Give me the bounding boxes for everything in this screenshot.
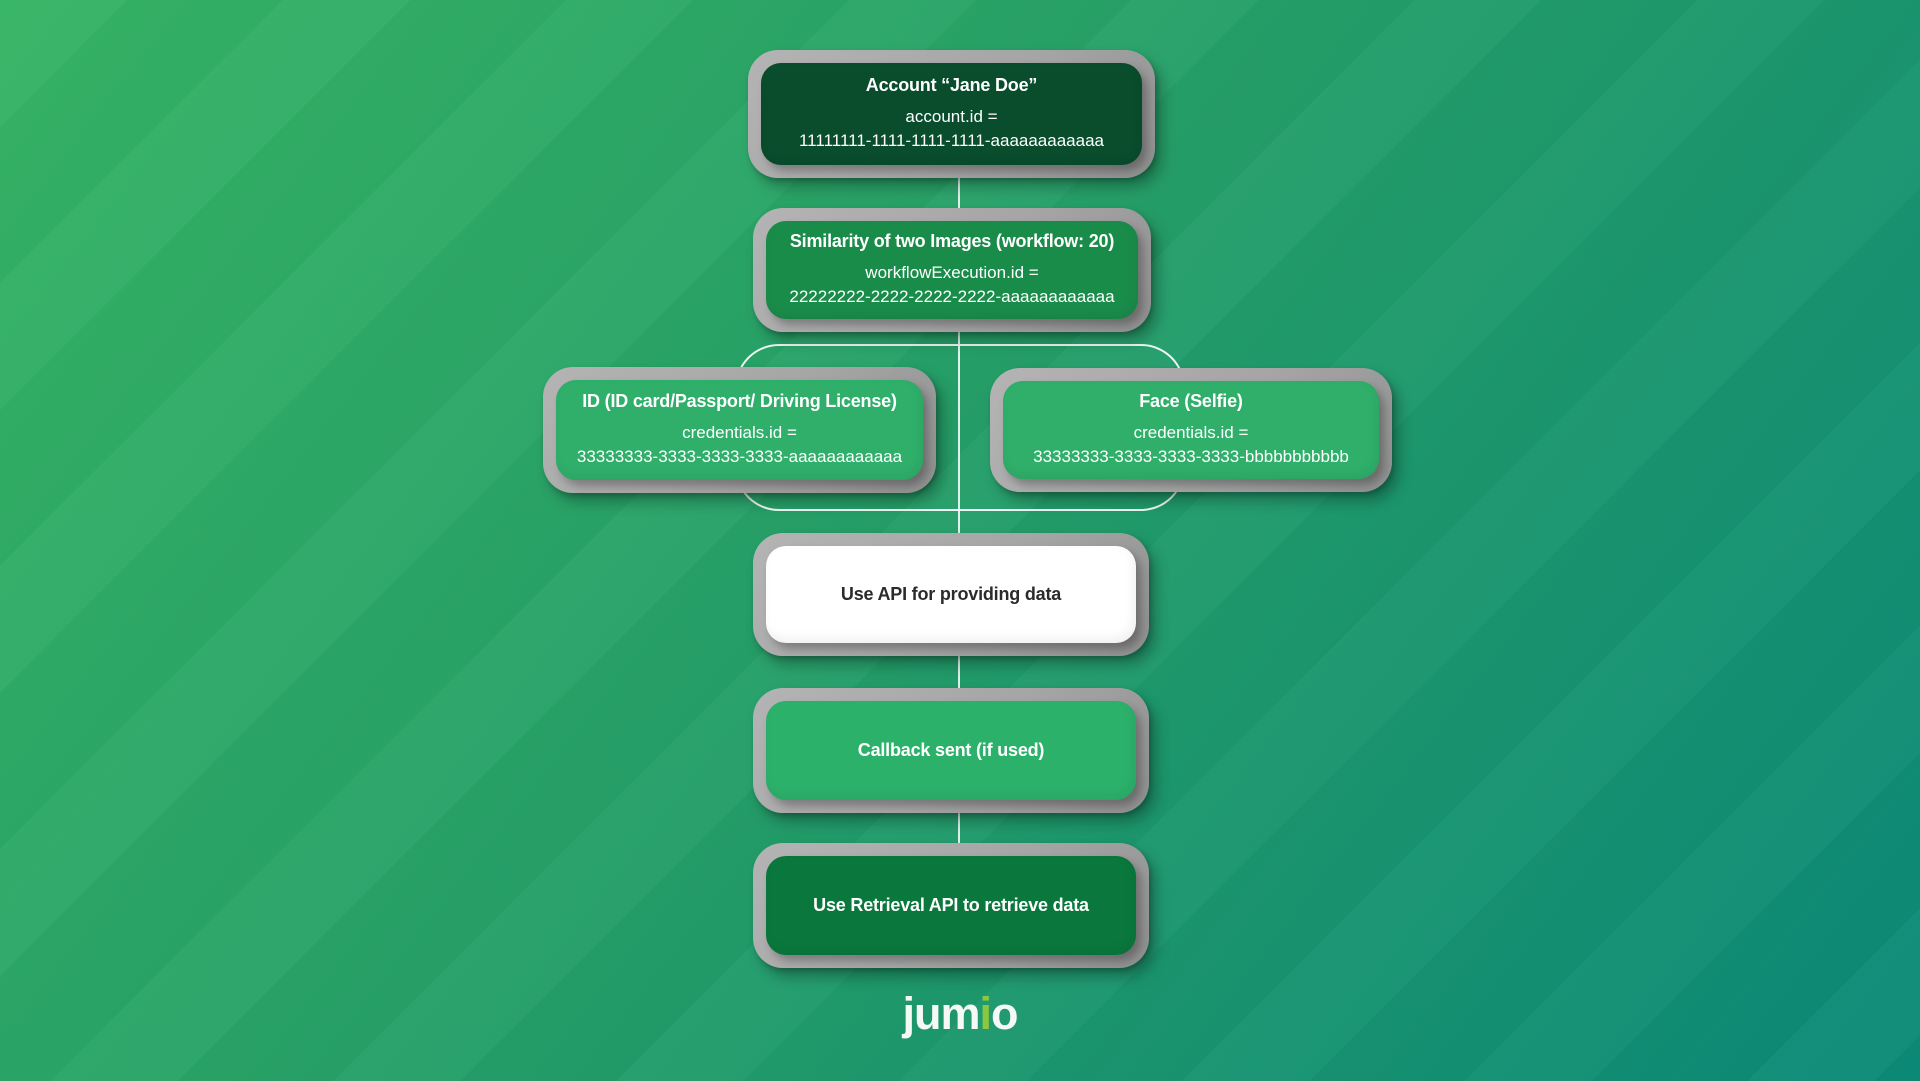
node-account-title: Account “Jane Doe” bbox=[865, 74, 1038, 95]
node-id-credential-id-label: credentials.id = bbox=[682, 422, 797, 442]
connector-workflow-api bbox=[958, 331, 960, 534]
jumio-logo-part1: jum bbox=[902, 988, 980, 1039]
node-use-api: Use API for providing data bbox=[753, 533, 1149, 656]
node-face-credential-id-label: credentials.id = bbox=[1133, 422, 1249, 442]
node-workflow-execution: Similarity of two Images (workflow: 20) … bbox=[753, 208, 1151, 332]
node-face-credential-title: Face (Selfie) bbox=[1139, 390, 1243, 411]
node-retrieval-body: Use Retrieval API to retrieve data bbox=[766, 856, 1136, 955]
node-retrieval: Use Retrieval API to retrieve data bbox=[753, 843, 1149, 968]
node-account-id-label: account.id = bbox=[905, 106, 998, 126]
node-callback-body: Callback sent (if used) bbox=[766, 701, 1136, 800]
node-workflow-body: Similarity of two Images (workflow: 20) … bbox=[766, 221, 1138, 319]
node-account-body: Account “Jane Doe” account.id = 11111111… bbox=[761, 63, 1142, 165]
node-use-api-title: Use API for providing data bbox=[840, 584, 1062, 604]
node-retrieval-title: Use Retrieval API to retrieve data bbox=[813, 895, 1089, 915]
node-face-credential: Face (Selfie) credentials.id = 33333333-… bbox=[990, 368, 1392, 492]
node-workflow-id-value: 22222222-2222-2222-2222-aaaaaaaaaaaa bbox=[789, 287, 1115, 306]
node-account: Account “Jane Doe” account.id = 11111111… bbox=[748, 50, 1155, 178]
jumio-logo-accent-i: i bbox=[979, 988, 992, 1039]
node-id-credential-title: ID (ID card/Passport/ Driving License) bbox=[582, 390, 897, 411]
node-id-credential: ID (ID card/Passport/ Driving License) c… bbox=[543, 367, 936, 493]
jumio-logo: jumio bbox=[0, 988, 1920, 1040]
connector-callback-retrieval bbox=[958, 812, 960, 844]
connector-account-workflow bbox=[958, 178, 960, 209]
node-workflow-id-label: workflowExecution.id = bbox=[865, 262, 1039, 282]
node-callback-title: Callback sent (if used) bbox=[857, 740, 1045, 760]
node-id-credential-body: ID (ID card/Passport/ Driving License) c… bbox=[556, 380, 923, 480]
jumio-logo-part3: o bbox=[991, 988, 1018, 1039]
node-face-credential-body: Face (Selfie) credentials.id = 33333333-… bbox=[1003, 381, 1379, 479]
node-workflow-title: Similarity of two Images (workflow: 20) bbox=[789, 230, 1115, 251]
connector-api-callback bbox=[958, 655, 960, 689]
node-callback: Callback sent (if used) bbox=[753, 688, 1149, 813]
node-face-credential-id-value: 33333333-3333-3333-3333-bbbbbbbbbbb bbox=[1033, 447, 1349, 466]
node-id-credential-id-value: 33333333-3333-3333-3333-aaaaaaaaaaaa bbox=[576, 447, 903, 466]
node-account-id-value: 11111111-1111-1111-1111-aaaaaaaaaaaa bbox=[798, 131, 1104, 150]
node-use-api-body: Use API for providing data bbox=[766, 546, 1136, 643]
